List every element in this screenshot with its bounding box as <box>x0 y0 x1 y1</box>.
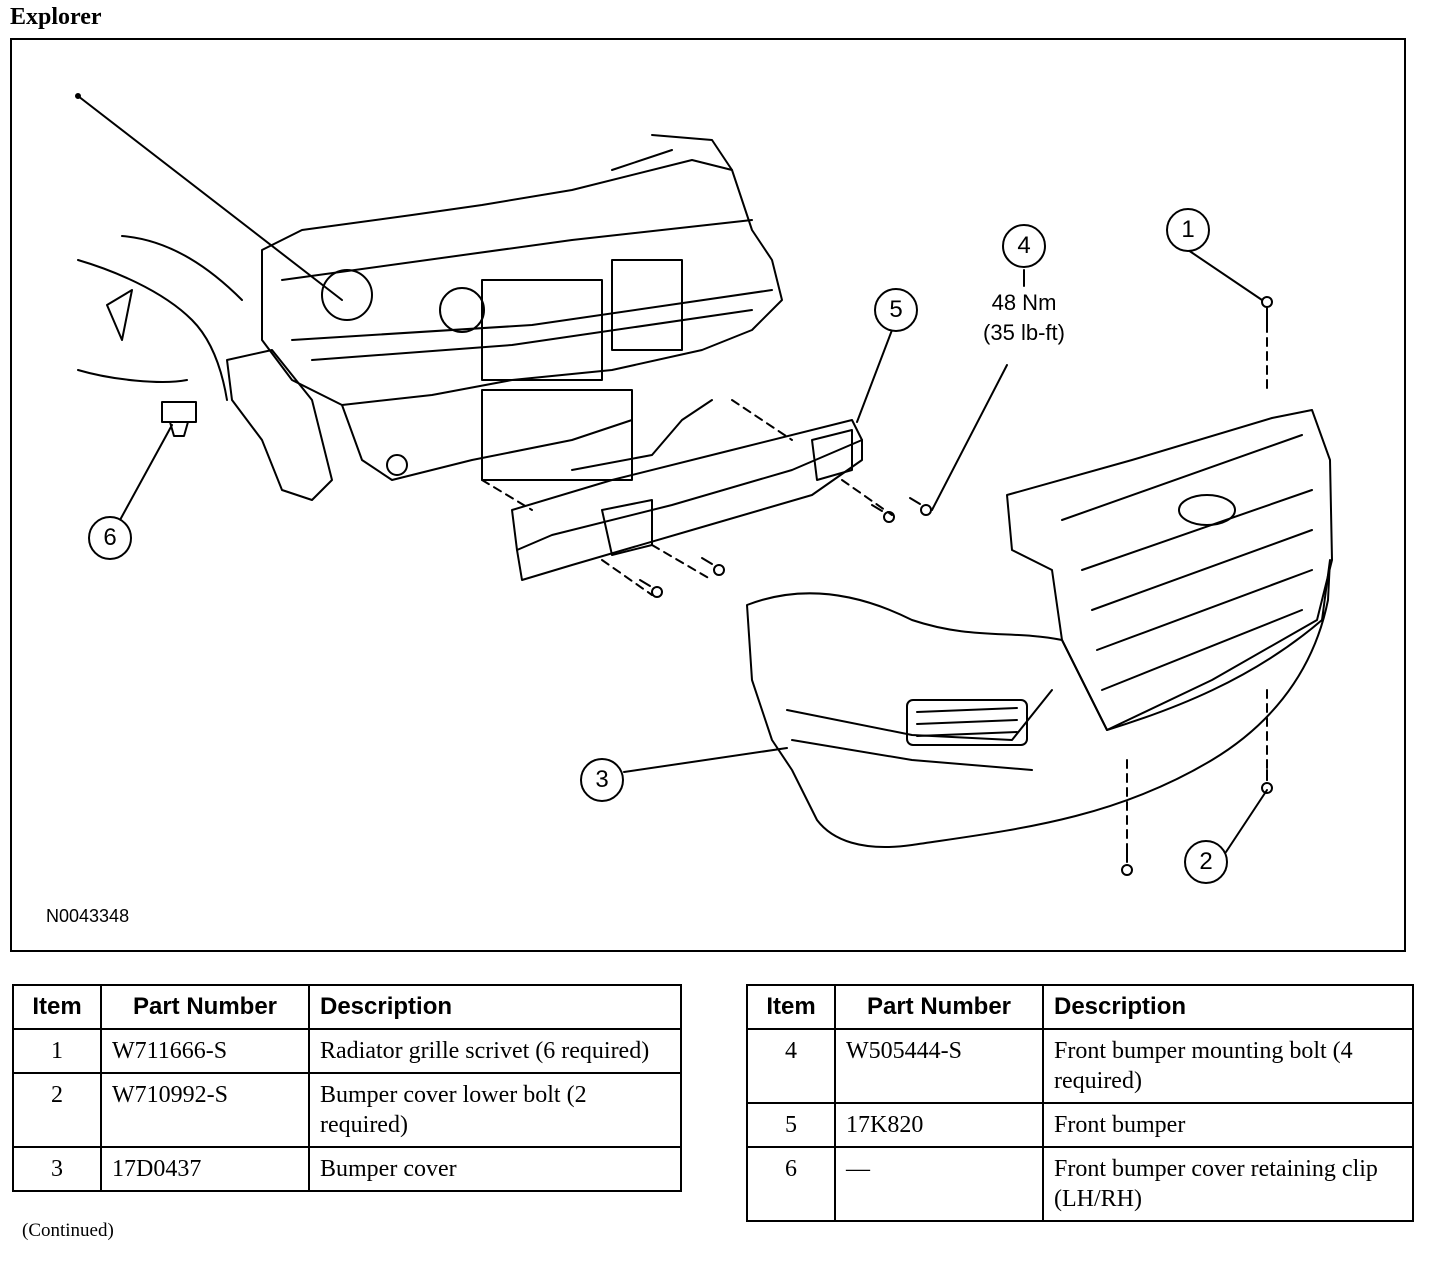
torque-metric: 48 Nm <box>991 290 1057 315</box>
table-row: 4 W505444-S Front bumper mounting bolt (… <box>746 1028 1414 1104</box>
table-row: 1 W711666-S Radiator grille scrivet (6 r… <box>12 1028 682 1074</box>
row-item: 1 <box>12 1028 102 1074</box>
header-part-number: Part Number <box>100 984 310 1030</box>
bumper-cover <box>746 559 1331 848</box>
radiator-support <box>226 134 783 501</box>
table-row: 6 — Front bumper cover retaining clip (L… <box>746 1146 1414 1222</box>
retaining-clip <box>161 401 197 437</box>
row-description: Bumper cover <box>308 1146 682 1192</box>
callout-leaders <box>119 249 1268 853</box>
row-part-number: 17K820 <box>834 1102 1044 1148</box>
header-item: Item <box>12 984 102 1030</box>
header-item: Item <box>746 984 836 1030</box>
row-description: Front bumper mounting bolt (4 required) <box>1042 1028 1414 1104</box>
row-item: 4 <box>746 1028 836 1104</box>
row-part-number: W710992-S <box>100 1072 310 1148</box>
figure-id: N0043348 <box>46 906 130 926</box>
header-description: Description <box>1042 984 1414 1030</box>
parts-table-left: Item Part Number Description 1 W711666-S… <box>12 984 682 1192</box>
leader-dot <box>75 93 81 99</box>
row-item: 6 <box>746 1146 836 1222</box>
parts-table-right: Item Part Number Description 4 W505444-S… <box>746 984 1414 1222</box>
row-description: Radiator grille scrivet (6 required) <box>308 1028 682 1074</box>
bolts <box>639 296 1273 876</box>
callout-2: 2 <box>1184 840 1228 884</box>
row-item: 3 <box>12 1146 102 1192</box>
torque-spec: 48 Nm (35 lb-ft) <box>964 288 1084 348</box>
table-header-row: Item Part Number Description <box>12 984 682 1030</box>
callout-5: 5 <box>874 288 918 332</box>
table-row: 5 17K820 Front bumper <box>746 1102 1414 1148</box>
row-part-number: — <box>834 1146 1044 1222</box>
callout-6: 6 <box>88 516 132 560</box>
row-description: Bumper cover lower bolt (2 required) <box>308 1072 682 1148</box>
row-part-number: W711666-S <box>100 1028 310 1074</box>
callout-1: 1 <box>1166 208 1210 252</box>
continued-note: (Continued) <box>22 1220 114 1241</box>
row-description: Front bumper <box>1042 1102 1414 1148</box>
row-part-number: W505444-S <box>834 1028 1044 1104</box>
callout-4: 4 <box>1002 224 1046 268</box>
callout-3: 3 <box>580 758 624 802</box>
front-bumper-beam <box>511 419 863 581</box>
row-description: Front bumper cover retaining clip (LH/RH… <box>1042 1146 1414 1222</box>
radiator-grille <box>1006 409 1333 731</box>
torque-imperial: (35 lb-ft) <box>983 320 1065 345</box>
fender-outline <box>77 235 243 401</box>
table-header-row: Item Part Number Description <box>746 984 1414 1030</box>
table-row: 3 17D0437 Bumper cover <box>12 1146 682 1192</box>
row-part-number: 17D0437 <box>100 1146 310 1192</box>
table-row: 2 W710992-S Bumper cover lower bolt (2 r… <box>12 1072 682 1148</box>
bolt-install-lines <box>481 309 1268 861</box>
exploded-diagram: 1 2 3 4 5 6 48 Nm (35 lb-ft) N0043348 <box>10 38 1406 952</box>
row-item: 5 <box>746 1102 836 1148</box>
header-description: Description <box>308 984 682 1030</box>
header-part-number: Part Number <box>834 984 1044 1030</box>
page-title: Explorer <box>10 4 102 30</box>
row-item: 2 <box>12 1072 102 1148</box>
body-leader-line <box>77 95 343 301</box>
